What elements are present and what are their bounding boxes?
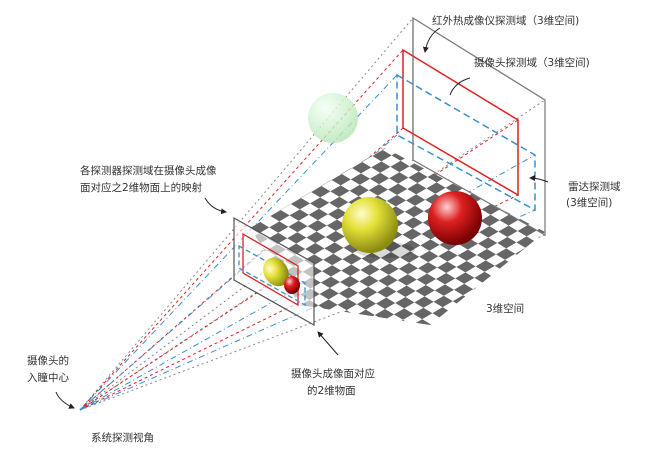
pupil-label-line2: 入瞳中心 [27,372,69,384]
image-plane-label-line1: 摄像头成像面对应 [291,368,375,380]
red-sphere [428,191,482,245]
annotation-arrows [55,27,549,409]
fov-label: 系统探测视角 [91,432,154,444]
checkerboard-floor [250,148,545,325]
radar-label-line1: 雷达探测域 [568,181,621,193]
camera-domain-label: 摄像头探测域（3维空间) [474,57,590,69]
mapping-label-line1: 各探测器探测域在摄像头成像 [80,165,217,177]
thermal-domain-frame [402,48,519,197]
image-plane-label-line2: 的2维物面 [307,385,356,397]
green-sphere [308,93,358,143]
yellow-sphere [342,197,398,253]
radar-label-line2: (3维空间) [566,197,613,209]
pupil-label-line1: 摄像头的 [27,355,69,367]
mapping-label-line2: 面对应之2维物面上的映射 [80,182,203,194]
radar-domain-frame [396,73,536,212]
thermal-domain-label: 红外热成像仪探测域（3维空间) [432,15,580,27]
camera-domain-box [412,16,546,237]
space-3d-label: 3维空间 [486,303,525,315]
image-plane [233,216,315,327]
